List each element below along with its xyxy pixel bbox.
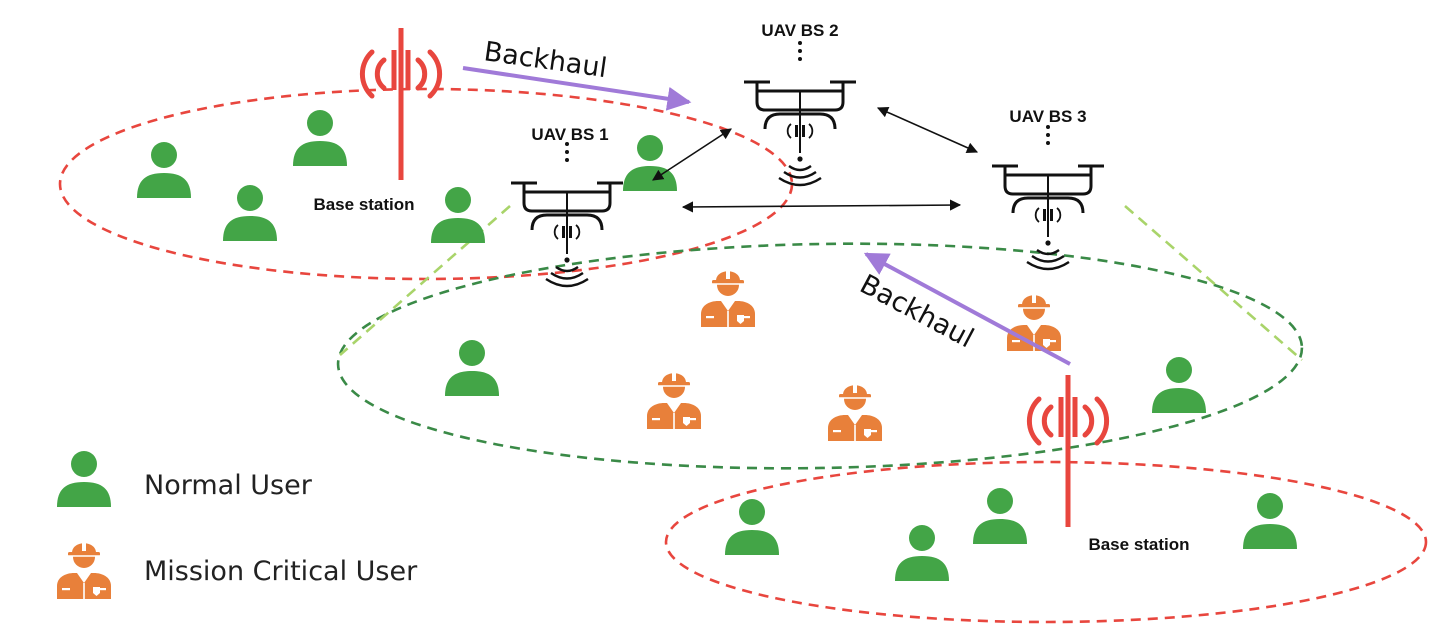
legend-mission-critical-user-icon xyxy=(56,540,112,600)
mission-critical-user-icon xyxy=(827,382,883,442)
uav-label: UAV BS 3 xyxy=(1009,107,1086,126)
legend: Normal User Mission Critical User xyxy=(56,451,418,600)
normal-user-icon xyxy=(293,110,347,166)
uav-link-2-3 xyxy=(876,106,979,154)
backhaul-arrow-1 xyxy=(462,66,692,111)
coverage-cell-uav xyxy=(336,242,1304,470)
normal-user-icon xyxy=(1152,357,1206,413)
normal-user-icon xyxy=(445,340,499,396)
uav-drone-icon xyxy=(990,123,1106,271)
uav-beam-left xyxy=(339,205,511,356)
normal-user-icon xyxy=(973,488,1027,544)
uav-label: UAV BS 1 xyxy=(531,125,608,144)
legend-mission-critical-user-label: Mission Critical User xyxy=(144,556,418,587)
base-station-tower-icon xyxy=(362,28,439,180)
base-station-label: Base station xyxy=(1088,535,1189,554)
uav-beam-right xyxy=(1124,205,1303,361)
mission-critical-user-icon xyxy=(1006,292,1062,352)
backhaul-label: Backhaul xyxy=(482,36,609,84)
mission-critical-user-icon xyxy=(646,370,702,430)
coverage-cell-base-station-2 xyxy=(664,460,1428,624)
normal-user-icon xyxy=(223,185,277,241)
backhaul-arrow-2 xyxy=(863,252,1071,366)
normal-user-icon xyxy=(895,525,949,581)
uav-drone-icon xyxy=(509,140,625,288)
normal-user-icon xyxy=(1243,493,1297,549)
base-station-label: Base station xyxy=(313,195,414,214)
normal-user-icon xyxy=(137,142,191,198)
normal-user-icon xyxy=(725,499,779,555)
uav-drone-icon xyxy=(742,39,858,187)
uav-label: UAV BS 2 xyxy=(761,21,838,40)
mission-critical-user-icon xyxy=(700,268,756,328)
normal-user-icon xyxy=(623,135,677,191)
uav-link-1-2 xyxy=(652,128,732,181)
uav-link-1-3 xyxy=(681,199,962,213)
legend-normal-user-label: Normal User xyxy=(144,470,313,501)
normal-user-icon xyxy=(431,187,485,243)
legend-normal-user-icon xyxy=(57,451,111,507)
